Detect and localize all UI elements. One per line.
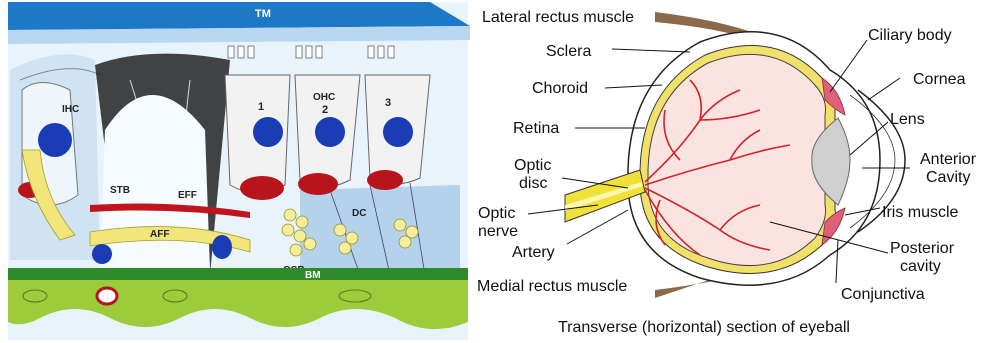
label-optic-nerve-2: nerve — [478, 223, 518, 240]
eff-label: EFF — [178, 190, 197, 201]
label-artery: Artery — [512, 244, 555, 261]
label-anterior-cavity-2: Cavity — [926, 169, 970, 186]
ohc-nucleus-2 — [315, 117, 345, 147]
ohc-number-2: 2 — [322, 104, 328, 116]
label-retina: Retina — [513, 120, 559, 137]
figure-caption: Transverse (horizontal) section of eyeba… — [558, 319, 850, 336]
label-optic-disc-1: Optic — [514, 157, 551, 174]
ohc-label: OHC — [313, 92, 335, 103]
label-lateral-rectus: Lateral rectus muscle — [482, 9, 634, 26]
tectorial-membrane — [8, 2, 470, 30]
label-medial-rectus: Medial rectus muscle — [477, 278, 627, 295]
stb-label: STB — [110, 185, 130, 196]
dc-label: DC — [352, 208, 366, 219]
label-ciliary-body: Ciliary body — [868, 27, 952, 44]
ohc-nucleus-3 — [383, 117, 413, 147]
label-cornea: Cornea — [913, 71, 966, 88]
cell-outline-2 — [97, 288, 117, 304]
lower-nucleus-2 — [212, 235, 232, 259]
label-optic-disc-2: disc — [519, 175, 547, 192]
label-iris-muscle: Iris muscle — [882, 204, 959, 221]
label-sclera: Sclera — [546, 43, 591, 60]
aff-label: AFF — [150, 229, 169, 240]
ihc-nucleus — [38, 123, 72, 157]
synapse-1 — [240, 176, 284, 200]
stereocilia — [228, 46, 394, 58]
label-conjunctiva: Conjunctiva — [841, 286, 925, 303]
label-posterior-cavity-2: cavity — [900, 258, 941, 275]
synapse-3 — [367, 170, 403, 190]
ohc-number-3: 3 — [385, 97, 391, 109]
synapse-2 — [298, 173, 338, 195]
ohc-number-1: 1 — [258, 101, 264, 113]
eye-panel: Lateral rectus muscle Sclera Choroid Ret… — [477, 9, 977, 336]
basilar-membrane — [8, 268, 468, 280]
label-posterior-cavity-1: Posterior — [890, 240, 955, 257]
label-optic-nerve-1: Optic — [478, 205, 515, 222]
ihc-label: IHC — [62, 104, 79, 115]
tm-label: TM — [255, 8, 271, 20]
label-choroid: Choroid — [532, 80, 588, 97]
lower-nucleus-1 — [92, 244, 112, 264]
bm-label: BM — [305, 270, 321, 281]
ohc-nucleus-1 — [253, 117, 283, 147]
tunnel-of-corti — [100, 95, 210, 270]
cochlea-panel: TM IHC 1 OHC — [8, 2, 470, 340]
label-anterior-cavity-1: Anterior — [920, 151, 977, 168]
label-lens: Lens — [890, 111, 925, 128]
